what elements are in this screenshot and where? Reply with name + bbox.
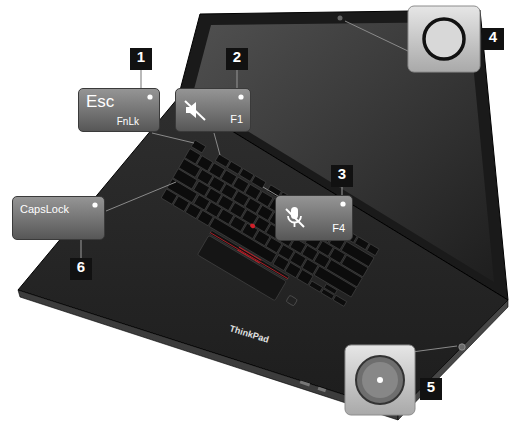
- callout-number-text: 2: [230, 48, 244, 65]
- callout-number: 3: [331, 165, 353, 187]
- button-inset: [345, 345, 415, 415]
- callout-number-text: 3: [335, 165, 349, 182]
- leader-line: [152, 133, 194, 143]
- leader-line: [412, 346, 457, 352]
- mute-slash: [286, 209, 304, 227]
- key-label: F4: [312, 222, 345, 235]
- callout-number-text: 1: [134, 48, 148, 65]
- leader-line: [341, 187, 342, 195]
- callout-number-text: 5: [424, 378, 438, 395]
- indicator-dot: [377, 377, 383, 383]
- touchpad: [197, 235, 286, 300]
- key-callout: EscFnLk: [78, 88, 160, 132]
- indicator-dot: [92, 202, 97, 207]
- trackpoint: [249, 223, 256, 229]
- callout-number-text: 4: [486, 28, 500, 45]
- key-label: CapsLock: [20, 203, 84, 216]
- leader-line: [214, 133, 220, 155]
- key-callout: CapsLock: [12, 196, 105, 240]
- leader-line: [263, 187, 278, 196]
- keyboard: [146, 140, 379, 333]
- button-zoom: [356, 356, 404, 404]
- camera-inset: [408, 6, 480, 72]
- leader-line: [345, 21, 410, 52]
- leader-line: [236, 70, 237, 88]
- key-icon: [286, 207, 304, 227]
- callout-number: 4: [482, 28, 504, 50]
- key-label: FnLk: [86, 116, 139, 128]
- fingerprint-reader: [286, 295, 298, 306]
- port: [300, 381, 310, 387]
- key-label: Esc: [86, 92, 139, 112]
- callout-number: 1: [130, 48, 152, 70]
- mute-slash: [185, 101, 205, 120]
- callout-number-text: 6: [74, 258, 88, 275]
- button-zoom: [362, 362, 398, 398]
- front-edge: [18, 290, 398, 420]
- leader-line: [80, 240, 81, 258]
- camera-zoom: [424, 19, 464, 59]
- power-button: [459, 344, 465, 350]
- key-label: F1: [212, 113, 243, 126]
- indicator-dot: [238, 94, 243, 99]
- callout-number: 6: [70, 258, 92, 280]
- key-callout: F4: [275, 195, 353, 241]
- callout-number: 2: [226, 48, 248, 70]
- camera: [338, 16, 343, 21]
- leader-line: [140, 70, 141, 88]
- indicator-dot: [340, 201, 345, 206]
- port: [318, 387, 327, 392]
- callout-number: 5: [420, 378, 442, 400]
- key-icon: [185, 101, 205, 120]
- keyboard-deck: [18, 98, 508, 412]
- microphone-icon: [294, 223, 296, 228]
- key-callout: F1: [175, 88, 251, 132]
- indicator-dot: [147, 94, 152, 99]
- leader-line: [106, 182, 176, 211]
